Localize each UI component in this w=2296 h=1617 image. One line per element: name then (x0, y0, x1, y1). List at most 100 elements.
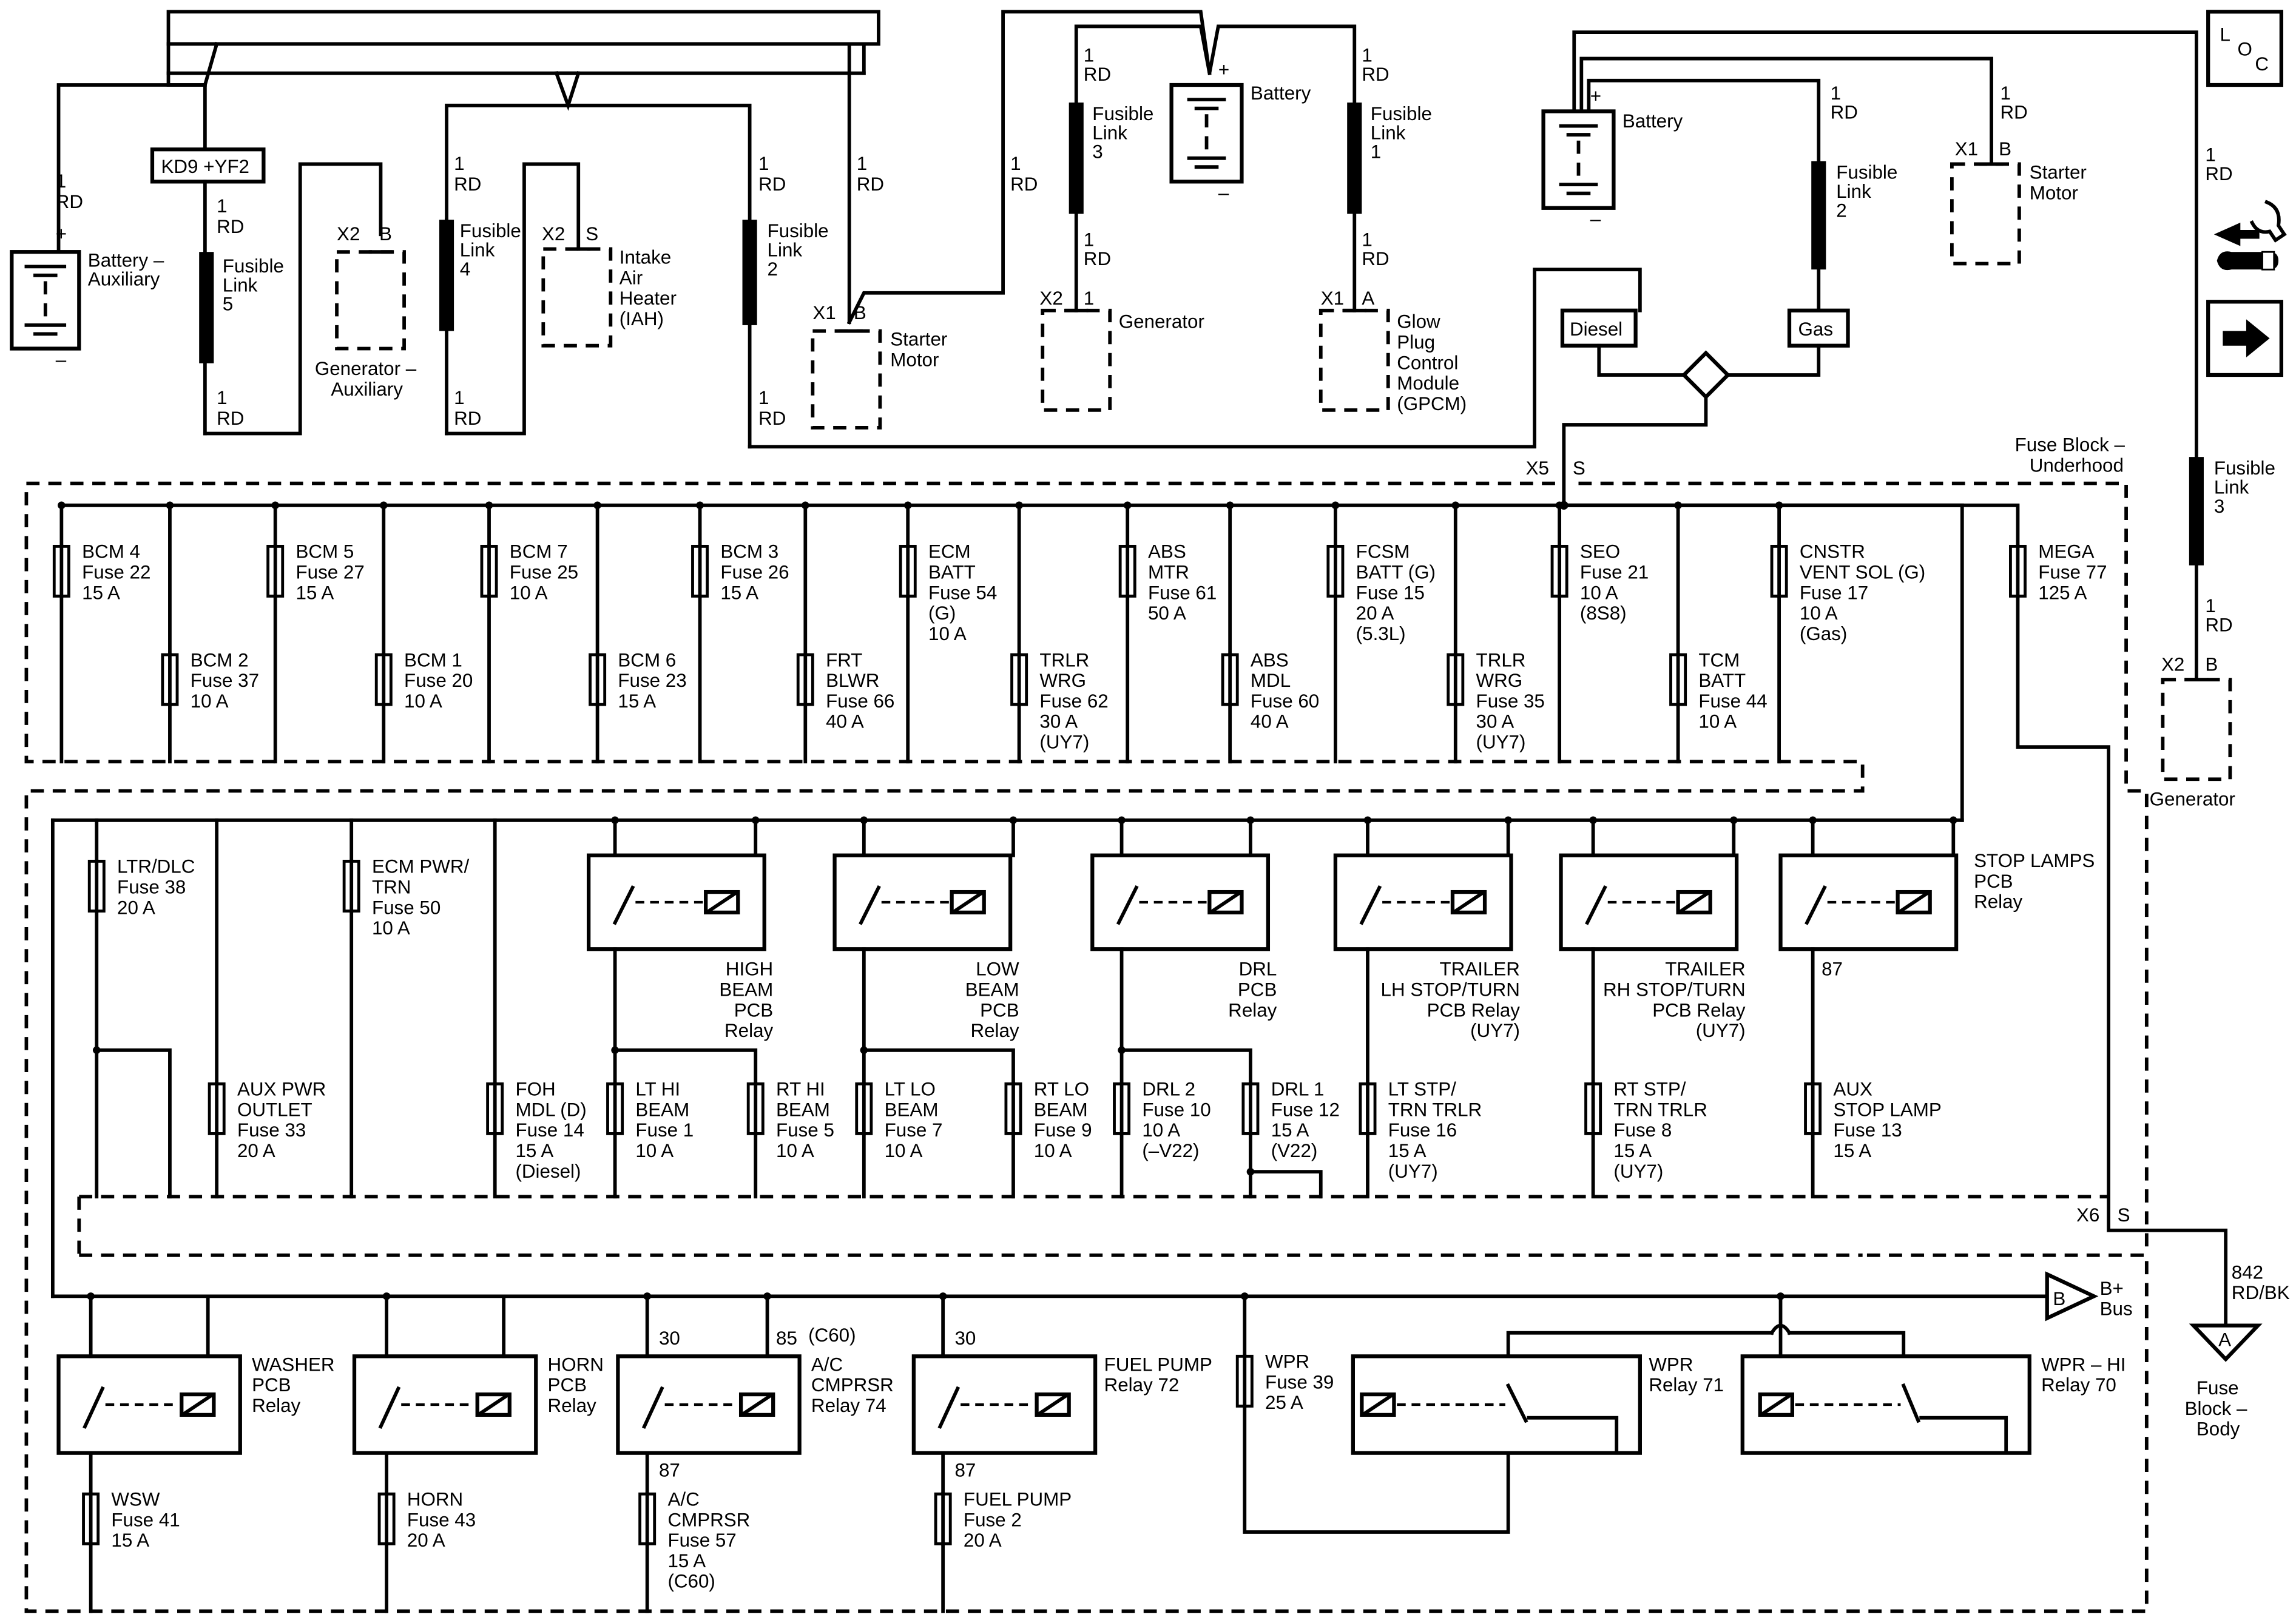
svg-text:Intake: Intake (620, 247, 671, 268)
junction-dot (1363, 816, 1372, 825)
svg-text:Block –: Block – (2185, 1398, 2247, 1419)
connector-tool-icon (2213, 200, 2287, 271)
svg-text:RD: RD (2205, 614, 2232, 635)
low-beam-relay (832, 853, 1013, 951)
svg-text:1: 1 (1084, 229, 1094, 251)
row2-lower-label: Fuse 5 (776, 1119, 834, 1141)
row1-bottom-label: BCM 6 (618, 649, 676, 670)
row2-lower-label: Fuse 16 (1388, 1119, 1457, 1141)
svg-text:RD: RD (56, 191, 83, 212)
row2-lower-label: 15 A (1271, 1119, 1309, 1141)
low-beam-relay-label: PCB (980, 999, 1019, 1021)
junction-dot (611, 1046, 619, 1055)
svg-text:RD/BK: RD/BK (2232, 1282, 2290, 1303)
svg-text:Battery: Battery (1251, 83, 1311, 104)
junction-dot (1950, 816, 1957, 825)
row1-bottom-label: Fuse 44 (1698, 690, 1767, 712)
row1-top-label: BATT (G) (1356, 562, 1436, 583)
drl-relay (1090, 853, 1271, 951)
svg-text:Glow: Glow (1397, 311, 1440, 333)
row1-bottom-label: 30 A (1476, 711, 1514, 732)
junction-dot (1246, 1167, 1255, 1176)
main-battery-links: 1 RD Fusible Link 3 1 RD X2 1 Generator … (1039, 24, 1467, 414)
washer-label: Relay (252, 1395, 300, 1416)
svg-text:L: L (2220, 24, 2230, 46)
svg-text:Link: Link (1092, 122, 1127, 143)
row1-top-label: FCSM (1356, 541, 1410, 562)
row2-lower-label: OUTLET (237, 1099, 312, 1120)
row2-lower-label: RT STP/ (1613, 1079, 1686, 1100)
row1-bottom-label: (UY7) (1039, 732, 1089, 753)
ac-label: CMPRSR (811, 1374, 894, 1396)
svg-text:1: 1 (2001, 83, 2011, 104)
svg-text:Fusible: Fusible (1371, 103, 1432, 124)
low-beam-relay-label: Relay (970, 1020, 1019, 1041)
row2-lower-label: LT LO (885, 1079, 936, 1100)
svg-text:Link: Link (1836, 181, 1871, 202)
wpr-wire (1243, 1294, 1774, 1534)
row2-lower-label: 15 A (1833, 1140, 1871, 1161)
wpr-relay-71 (1351, 1354, 1642, 1455)
svg-text:5: 5 (223, 294, 233, 315)
svg-text:Control: Control (1397, 352, 1458, 373)
trailer-rh-relay-label: TRAILER (1665, 959, 1745, 980)
beam-branch (862, 1048, 1015, 1199)
svg-text:S: S (586, 223, 598, 245)
row1-bottom-label: Fuse 20 (404, 670, 473, 691)
row2-lower-label: LT STP/ (1388, 1079, 1456, 1100)
junction-dot (611, 816, 619, 825)
wpr-relay-70 (1740, 1354, 2031, 1455)
next-page-arrow-icon[interactable] (2206, 300, 2284, 377)
mega-label: 125 A (2038, 582, 2087, 603)
trailer-rh-relay-label: RH STOP/TURN (1603, 979, 1746, 1000)
svg-text:+: + (1218, 59, 1229, 81)
fuse-block-underhood-outline: Fuse Block – Underhood (24, 434, 2149, 1613)
row2-lower-label: AUX (1833, 1079, 1872, 1100)
row1-top-label: BCM 4 (82, 541, 140, 562)
row2-lower-label: 15 A (1613, 1140, 1652, 1161)
svg-text:3: 3 (2214, 496, 2224, 517)
row1-top-label: VENT SOL (G) (1800, 562, 1925, 583)
drl1-jumper (1249, 1170, 1323, 1199)
junction-block-wires (56, 10, 880, 324)
trailer-lh-relay (1333, 853, 1513, 951)
ltr-label: 20 A (117, 897, 155, 918)
drl-relay-label: PCB (1238, 979, 1277, 1000)
svg-text:Fusible: Fusible (2214, 457, 2275, 479)
row1-top-label: 15 A (295, 582, 334, 603)
ac-fuse-label: CMPRSR (667, 1509, 750, 1530)
bplus-bus-and-body: B B+ Bus 842 RD/BK A Fuse Block – Body (2045, 1261, 2290, 1440)
row2-lower-label: (V22) (1271, 1140, 1318, 1161)
svg-text:Fusible: Fusible (1836, 161, 1897, 183)
stop-lamps-relay-label: PCB (1974, 871, 2013, 892)
svg-text:2: 2 (768, 258, 778, 280)
svg-text:B: B (1999, 138, 2011, 160)
row2-lower-label: RT HI (776, 1079, 825, 1100)
row1-bottom-label: Fuse 23 (618, 670, 686, 691)
row1-bottom-label: FRT (826, 649, 862, 670)
ltr-branch (95, 1048, 172, 1199)
trailer-rh-relay-label: PCB Relay (1652, 999, 1746, 1021)
junction-dot (1674, 501, 1682, 510)
stop-lamps-relay-label: STOP LAMPS (1974, 850, 2095, 871)
row2-lower-label: Fuse 14 (515, 1119, 584, 1141)
svg-text:Fuse Block –: Fuse Block – (2015, 434, 2125, 455)
washer-label: WASHER (252, 1354, 334, 1375)
svg-text:842: 842 (2232, 1261, 2263, 1283)
svg-text:Bus: Bus (2100, 1298, 2133, 1320)
row1-bottom-label: 40 A (1251, 711, 1289, 732)
right-battery-section: + – Battery 1 RD Fusible Link 2 1 RD X1 … (1526, 30, 2275, 810)
svg-text:1: 1 (454, 387, 464, 408)
row2-lower-label: STOP LAMP (1833, 1099, 1941, 1120)
svg-text:1: 1 (1084, 288, 1094, 309)
svg-text:Fusible: Fusible (768, 220, 829, 241)
wsw-label: Fuse 41 (111, 1509, 180, 1530)
junction-dot (1589, 816, 1597, 825)
row1-bottom-label: Fuse 60 (1251, 690, 1319, 712)
row2-lower-label: (Diesel) (515, 1161, 581, 1182)
svg-text:–: – (1590, 209, 1601, 230)
row1-bottom-label: 40 A (826, 711, 864, 732)
row1-top-label: BCM 5 (295, 541, 354, 562)
